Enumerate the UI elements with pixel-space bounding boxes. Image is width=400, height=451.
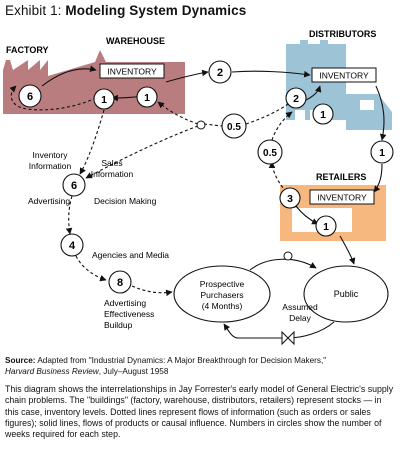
retailers-inventory-box	[309, 189, 375, 205]
delay-warehouse-in: 1	[101, 94, 107, 106]
distributors-window	[360, 100, 374, 110]
prospective-purchasers-node	[173, 265, 271, 323]
flow-warehouse-to-2	[165, 69, 209, 83]
label-agencies-and-media: Agencies and Media	[92, 250, 169, 260]
retailers-inventory-label: INVENTORY	[317, 193, 367, 203]
label-advertising: Advertising	[28, 196, 70, 206]
delay-retailers-out: 1	[323, 221, 329, 233]
delay-circle-buildup	[108, 270, 132, 294]
flow-2-to-distributors	[231, 70, 311, 78]
label-advertising-effectiveness-2: Effectiveness	[104, 309, 154, 319]
source-date: , July–August 1958	[98, 367, 169, 376]
info-05-to-distributors-2	[271, 111, 293, 141]
flow-distributors-inner	[305, 85, 322, 101]
delay-distributors-to-retailers: 1	[379, 147, 385, 159]
delay-info-from-retailers: 0.5	[263, 148, 277, 159]
info-factory-loop	[9, 85, 97, 111]
distributors-truck	[346, 94, 392, 130]
delay-circle-warehouse-in	[93, 88, 115, 110]
exhibit-title: Exhibit 1: Modeling System Dynamics	[5, 3, 246, 18]
warehouse-inventory-box	[99, 63, 165, 79]
label-assumed-delay-1: Assumed	[282, 302, 318, 312]
assumed-delay-valve	[281, 330, 295, 346]
delay-circle-05-top	[221, 113, 247, 139]
delay-factory-to-distributors: 2	[217, 67, 223, 79]
delay-warehouse-out: 1	[144, 92, 150, 104]
warehouse-label: WAREHOUSE	[106, 36, 165, 46]
warehouse-building	[48, 50, 185, 114]
label-prospective-2: Purchasers	[201, 290, 244, 300]
label-sales-information-2: Information	[91, 169, 134, 179]
flow-public-to-prospects	[223, 321, 335, 339]
delay-circle-distributors-in	[285, 87, 307, 109]
retailers-label: RETAILERS	[316, 172, 366, 182]
distributors-inventory-box	[311, 67, 377, 83]
public-node	[303, 265, 389, 323]
label-prospective-3: (4 Months)	[202, 301, 243, 311]
warehouse-inventory-label: INVENTORY	[107, 67, 157, 77]
distributors-roof-right	[320, 40, 328, 48]
source-journal: Harvard Business Review	[5, 367, 99, 376]
distributors-door-1	[295, 110, 305, 120]
info-warehouse-to-decision	[79, 109, 105, 175]
flow-factory-to-warehouse	[41, 65, 97, 87]
distributors-inventory-label: INVENTORY	[319, 71, 369, 81]
warehouse-valve	[196, 120, 206, 130]
distributors-roof-left	[300, 40, 308, 48]
flow-1-to-retailers	[373, 163, 383, 193]
label-advertising-effectiveness-1: Advertising	[104, 298, 146, 308]
label-advertising-effectiveness-3: Buildup	[104, 320, 133, 330]
info-decision-to-agencies	[65, 195, 73, 235]
flow-prospects-to-public	[249, 258, 317, 271]
distributors-label: DISTRIBUTORS	[309, 29, 376, 39]
delay-decision-making: 6	[71, 180, 77, 192]
label-prospective-1: Prospective	[200, 279, 245, 289]
flow-distributors-to-1	[375, 85, 387, 141]
delay-circle-distributors-to-retailers	[370, 140, 394, 164]
delay-agencies: 4	[69, 240, 76, 252]
caption: This diagram shows the interrelationship…	[5, 384, 394, 440]
delay-distributors-in: 2	[293, 93, 299, 105]
delay-circle-agencies	[60, 233, 84, 257]
source-text: Adapted from "Industrial Dynamics: A Maj…	[37, 356, 327, 365]
info-buildup-to-prospects	[131, 285, 173, 297]
system-dynamics-diagram: FACTORY WAREHOUSE DISTRIBUTORS RETAILERS…	[3, 29, 394, 346]
title-prefix: Exhibit 1:	[5, 3, 62, 18]
delay-info-to-warehouse: 0.5	[227, 122, 241, 133]
title-main: Modeling System Dynamics	[65, 3, 247, 18]
info-valve-to-05	[203, 123, 223, 127]
label-inventory-information-2: Information	[29, 161, 72, 171]
prospects-valve	[283, 251, 293, 261]
delay-circle-2	[208, 60, 232, 84]
info-05-to-distributors	[245, 103, 289, 125]
delay-retailers-in: 3	[287, 193, 293, 205]
delay-circle-retailers-out	[315, 215, 337, 237]
source-lead: Source:	[5, 356, 36, 365]
label-sales-information-1: Sales	[101, 158, 122, 168]
label-inventory-information-1: Inventory	[33, 150, 69, 160]
source-note: Source: Adapted from "Industrial Dynamic…	[5, 355, 397, 377]
factory-label: FACTORY	[6, 45, 49, 55]
label-decision-making: Decision Making	[94, 196, 157, 206]
delay-advertising-buildup: 8	[117, 277, 123, 289]
delay-factory: 6	[27, 91, 33, 103]
delay-circle-retailers-in	[279, 187, 301, 209]
delay-circle-warehouse-out	[136, 86, 158, 108]
delay-circle-factory	[18, 84, 42, 108]
delay-circle-decision	[62, 173, 86, 197]
delay-distributors-out: 1	[320, 109, 326, 121]
label-assumed-delay-2: Delay	[289, 313, 311, 323]
info-retailers-to-05	[268, 161, 291, 197]
flow-retailers-to-public	[339, 235, 356, 265]
info-valve-to-decision	[85, 125, 199, 179]
label-public: Public	[334, 289, 359, 299]
delay-circle-distributors-out	[312, 103, 334, 125]
delay-circle-05-right	[257, 139, 283, 165]
